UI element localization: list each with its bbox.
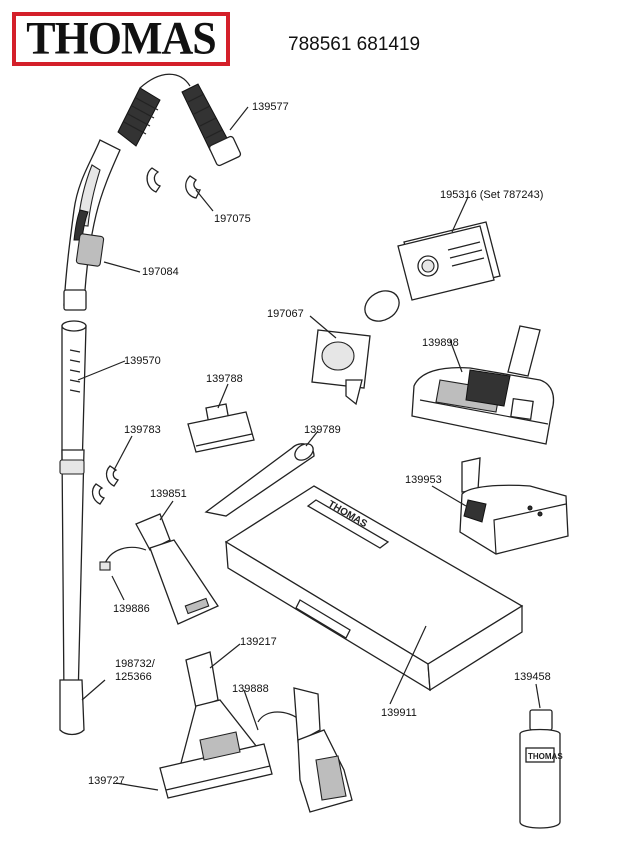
label-197075: 197075: [214, 213, 251, 225]
label-139898: 139898: [422, 337, 459, 349]
label-198732: 198732/ 125366: [115, 658, 155, 683]
label-139888: 139888: [232, 683, 269, 695]
label-195316: 195316 (Set 787243): [440, 189, 544, 201]
box-139911-drawing: THOMAS: [224, 485, 524, 692]
nozzle-139217-drawing: [159, 651, 273, 799]
turbo-nozzle-139953-drawing: [459, 457, 569, 555]
brand-logo-text: THOMAS: [26, 12, 217, 65]
nozzle-139851-drawing: [99, 513, 219, 625]
nozzle-139888-drawing: [257, 687, 353, 813]
label-139217: 139217: [240, 636, 277, 648]
label-139886: 139886: [113, 603, 150, 615]
filter-197067-drawing: [311, 290, 400, 406]
clips-139783-drawing: [91, 465, 120, 505]
label-139783: 139783: [124, 424, 161, 436]
label-139577: 139577: [252, 101, 289, 113]
leader-lines: [77, 106, 541, 791]
clips-197075-drawing: [146, 167, 202, 199]
label-139727: 139727: [88, 775, 125, 787]
label-139911: 139911: [381, 707, 417, 719]
label-197067: 197067: [267, 308, 304, 320]
label-139851: 139851: [150, 488, 187, 500]
brand-logo: THOMAS: [12, 12, 230, 66]
bottle-brand-text: THOMAS: [528, 752, 563, 761]
tube-139570-drawing: [59, 320, 87, 736]
label-139953: 139953: [405, 474, 442, 486]
label-139788: 139788: [206, 373, 243, 385]
crevice-139789-drawing: [204, 443, 315, 517]
bags-195316-drawing: [397, 221, 501, 301]
label-197084: 197084: [142, 266, 179, 278]
label-139570: 139570: [124, 355, 161, 367]
label-139789: 139789: [304, 424, 341, 436]
nozzle-139788-drawing: [187, 403, 255, 453]
bottle-139458-drawing: THOMAS: [519, 709, 563, 829]
hose-handle-drawing: [63, 73, 242, 311]
model-numbers: 788561 681419: [288, 34, 421, 55]
floor-nozzle-139898-drawing: [411, 325, 555, 445]
label-139458: 139458: [514, 671, 551, 683]
